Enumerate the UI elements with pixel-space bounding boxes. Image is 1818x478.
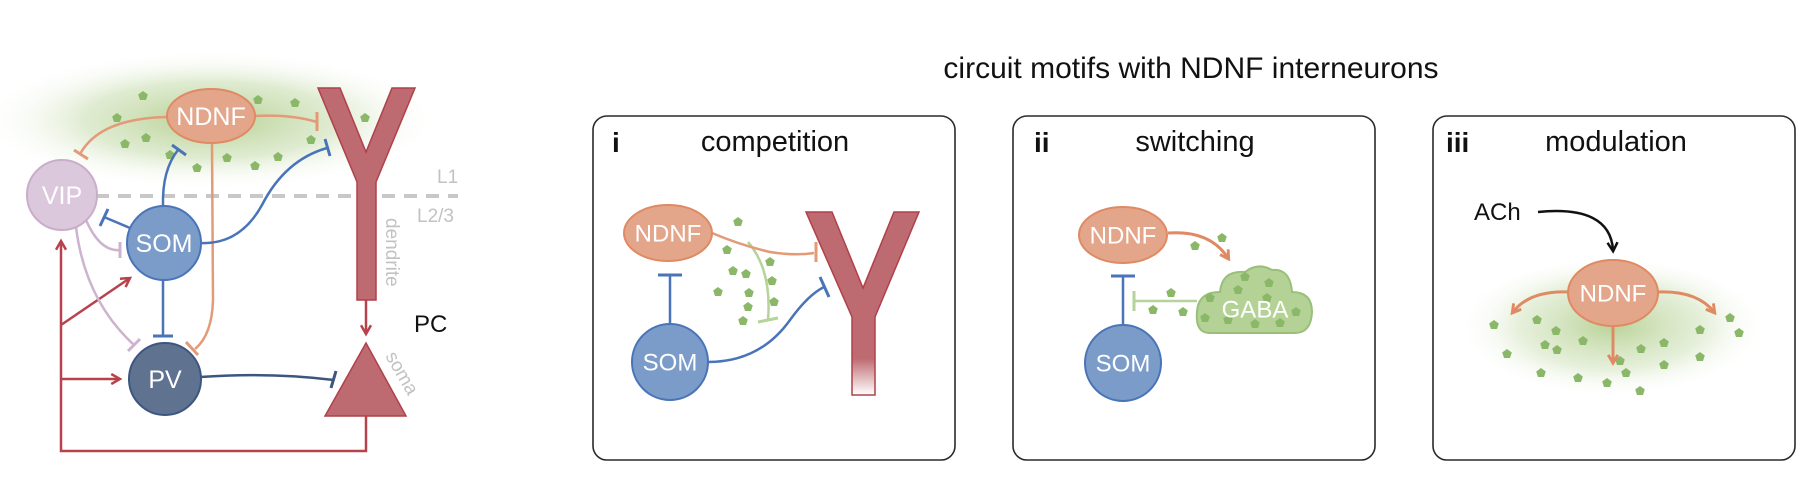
inhibition-end xyxy=(818,276,831,298)
ach-label: ACh xyxy=(1474,199,1521,226)
panel-number: iii xyxy=(1446,127,1469,158)
panel-number: ii xyxy=(1034,127,1050,158)
figure-title: circuit motifs with NDNF interneurons xyxy=(943,52,1438,85)
gaba-cloud xyxy=(1195,265,1314,334)
node-ndnf: NDNF xyxy=(166,88,256,144)
inhibition-end xyxy=(184,340,200,357)
vip-to-pv xyxy=(74,226,135,346)
circuit-diagram: L1 L2/3 dendrite soma PC xyxy=(0,50,458,453)
ndnf-to-gaba xyxy=(1167,231,1228,258)
vip-to-som xyxy=(84,219,121,252)
layer-label-l23: L2/3 xyxy=(417,206,454,227)
ndnf-to-dendrite xyxy=(254,114,318,124)
node-ndnf-label: NDNF xyxy=(1580,281,1647,308)
inhibition-end xyxy=(126,337,142,353)
node-som-label: SOM xyxy=(136,230,193,258)
node-vip-label: VIP xyxy=(42,182,82,210)
som-to-dendrite xyxy=(199,146,328,245)
inhibition-end xyxy=(757,316,779,324)
panel-border xyxy=(1432,115,1796,461)
feedback-loop xyxy=(54,238,368,453)
pv-to-soma xyxy=(199,373,335,382)
panel-number: i xyxy=(612,127,620,158)
layer-label-l1: L1 xyxy=(437,167,458,188)
panel-competition: i competition NDNF SOM xyxy=(592,115,956,461)
node-ndnf-label: NDNF xyxy=(1090,223,1157,250)
panel-border xyxy=(592,115,956,461)
panel-modulation: iii modulation ACh NDNF xyxy=(1432,115,1796,461)
ndnf-release-left xyxy=(1513,290,1571,312)
node-som: SOM xyxy=(631,323,709,401)
inhibition-end xyxy=(323,138,332,157)
node-ndnf-label: NDNF xyxy=(176,103,245,131)
node-pv-label: PV xyxy=(148,366,182,394)
som-to-vip xyxy=(103,215,131,230)
node-pv: PV xyxy=(128,342,202,416)
panel-switching: ii switching GABA NDNF SOM xyxy=(1012,115,1376,461)
som-to-dendrite xyxy=(707,285,825,364)
dendrite-label: dendrite xyxy=(381,218,402,287)
node-vip: VIP xyxy=(26,159,98,231)
inhibition-end xyxy=(98,208,110,227)
panel-title: competition xyxy=(701,126,849,158)
node-ndnf-label: NDNF xyxy=(635,221,702,248)
node-som-label: SOM xyxy=(1096,351,1151,378)
inhibition-end xyxy=(73,148,89,161)
pc-dendrite xyxy=(316,87,417,301)
ndnf-to-pv xyxy=(194,141,215,350)
ndnf-to-vip xyxy=(78,115,169,155)
inhibition-end xyxy=(171,143,187,157)
inhibition-end xyxy=(329,370,338,389)
node-ndnf: NDNF xyxy=(1078,206,1168,264)
excitation-to-som xyxy=(60,276,133,327)
ndnf-to-dendrite xyxy=(711,231,815,256)
ndnf-release-right xyxy=(1655,290,1714,312)
node-ndnf: NDNF xyxy=(1567,259,1659,327)
gaba-label: GABA xyxy=(1222,297,1289,324)
ach-to-ndnf xyxy=(1537,209,1619,254)
node-som-label: SOM xyxy=(643,350,698,377)
node-som: SOM xyxy=(1084,324,1162,402)
node-ndnf: NDNF xyxy=(623,204,713,262)
pc-dendrite xyxy=(804,211,921,396)
pc-label: PC xyxy=(414,311,447,338)
node-som: SOM xyxy=(126,205,202,281)
panel-border xyxy=(1012,115,1376,461)
som-to-ndnf xyxy=(161,149,179,207)
panel-title: modulation xyxy=(1545,126,1687,158)
panel-title: switching xyxy=(1135,126,1254,158)
